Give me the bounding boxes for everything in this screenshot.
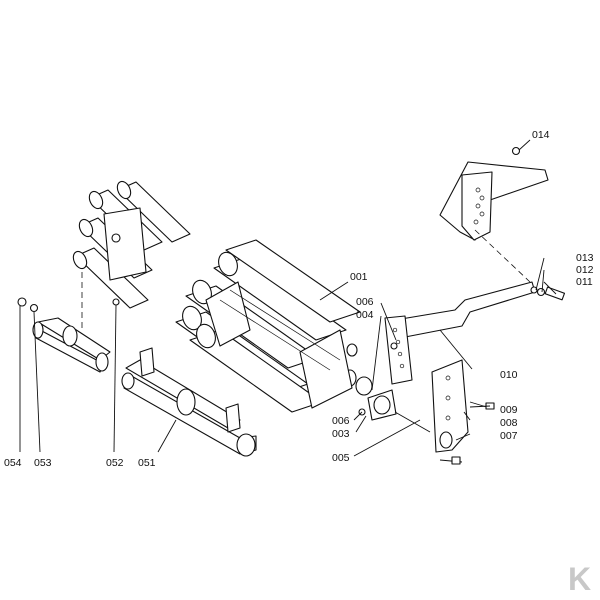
label-006-bottom: 006 xyxy=(332,415,350,427)
brand-logo-letter: K xyxy=(568,561,591,597)
label-051: 051 xyxy=(138,457,156,469)
label-008: 008 xyxy=(500,417,518,429)
brand-logo: K xyxy=(566,561,596,597)
label-001: 001 xyxy=(350,271,368,283)
part-labels: 014 013 012 011 001 006 004 010 009 008 … xyxy=(4,129,594,469)
reel-cylinder xyxy=(175,239,361,413)
label-053: 053 xyxy=(34,457,52,469)
label-009: 009 xyxy=(500,404,518,416)
label-005: 005 xyxy=(332,452,350,464)
label-006-top: 006 xyxy=(356,296,374,308)
leader-lines xyxy=(19,257,557,457)
roller-shaft xyxy=(121,347,257,457)
label-010: 010 xyxy=(500,369,518,381)
side-plate xyxy=(431,359,469,453)
rear-reel xyxy=(72,180,191,330)
label-012: 012 xyxy=(576,264,594,276)
label-014: 014 xyxy=(532,129,550,141)
bearing-assembly xyxy=(343,342,431,433)
front-roller xyxy=(17,297,120,373)
upper-bracket-plate xyxy=(439,139,549,241)
side-arm xyxy=(384,229,536,385)
label-013: 013 xyxy=(576,252,594,264)
bolt-set-right xyxy=(530,286,566,301)
label-007: 007 xyxy=(500,430,518,442)
label-011: 011 xyxy=(576,276,593,288)
label-003: 003 xyxy=(332,428,350,440)
label-054: 054 xyxy=(4,457,22,469)
label-052: 052 xyxy=(106,457,124,469)
label-004: 004 xyxy=(356,309,374,321)
